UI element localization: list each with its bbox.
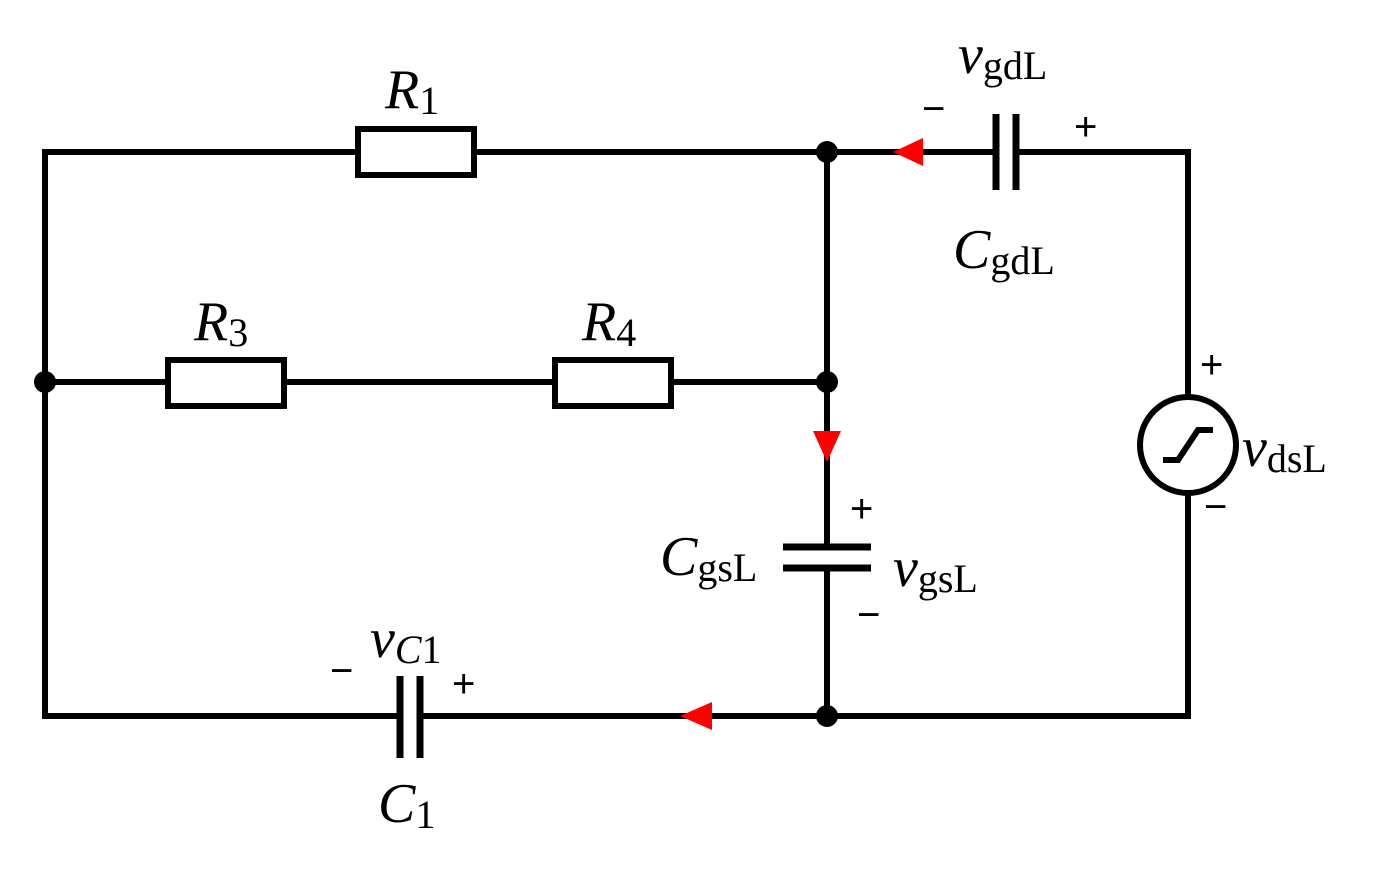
sign-minus-cgdl: − [922, 87, 945, 131]
capacitor-cgdl-icon [992, 114, 1020, 190]
junction-dots [34, 141, 838, 727]
resistor-r4-icon [552, 357, 674, 409]
label-v-gdl: vgdL [958, 24, 1047, 88]
label-r3: R3 [193, 291, 248, 355]
label-v-gsl: vgsL [893, 537, 978, 601]
label-v-c1: vC1 [370, 608, 442, 672]
sign-minus-vdsl: − [1204, 485, 1227, 529]
label-v-dsl: vdsL [1242, 417, 1327, 481]
label-r1: R1 [384, 59, 439, 123]
label-c-gsl: CgsL [660, 526, 757, 590]
sign-minus-c1: − [330, 649, 353, 693]
label-c1: C1 [378, 773, 435, 837]
sign-plus-c1: + [452, 662, 475, 706]
label-c-gdl: CgdL [953, 219, 1055, 283]
junction-dot-icon [34, 371, 56, 393]
capacitor-c1-icon [396, 676, 424, 758]
resistor-r1-icon [355, 126, 477, 178]
label-r4: R4 [581, 291, 636, 355]
resistor-r3-icon [165, 357, 287, 409]
switched-voltage-source-icon [1137, 394, 1239, 496]
junction-dot-icon [816, 371, 838, 393]
current-direction-arrow-icon [813, 431, 841, 462]
sign-minus-cgsl: − [857, 593, 880, 637]
sign-plus-cgdl: + [1074, 105, 1097, 149]
capacitor-cgsl-icon [783, 543, 871, 572]
junction-dot-icon [816, 705, 838, 727]
junction-dot-icon [816, 141, 838, 163]
sign-plus-vdsl: + [1200, 343, 1223, 387]
sign-plus-cgsl: + [850, 487, 873, 531]
current-direction-arrow-icon [680, 702, 712, 730]
wires [42, 149, 1191, 719]
current-direction-arrow-icon [893, 138, 923, 166]
